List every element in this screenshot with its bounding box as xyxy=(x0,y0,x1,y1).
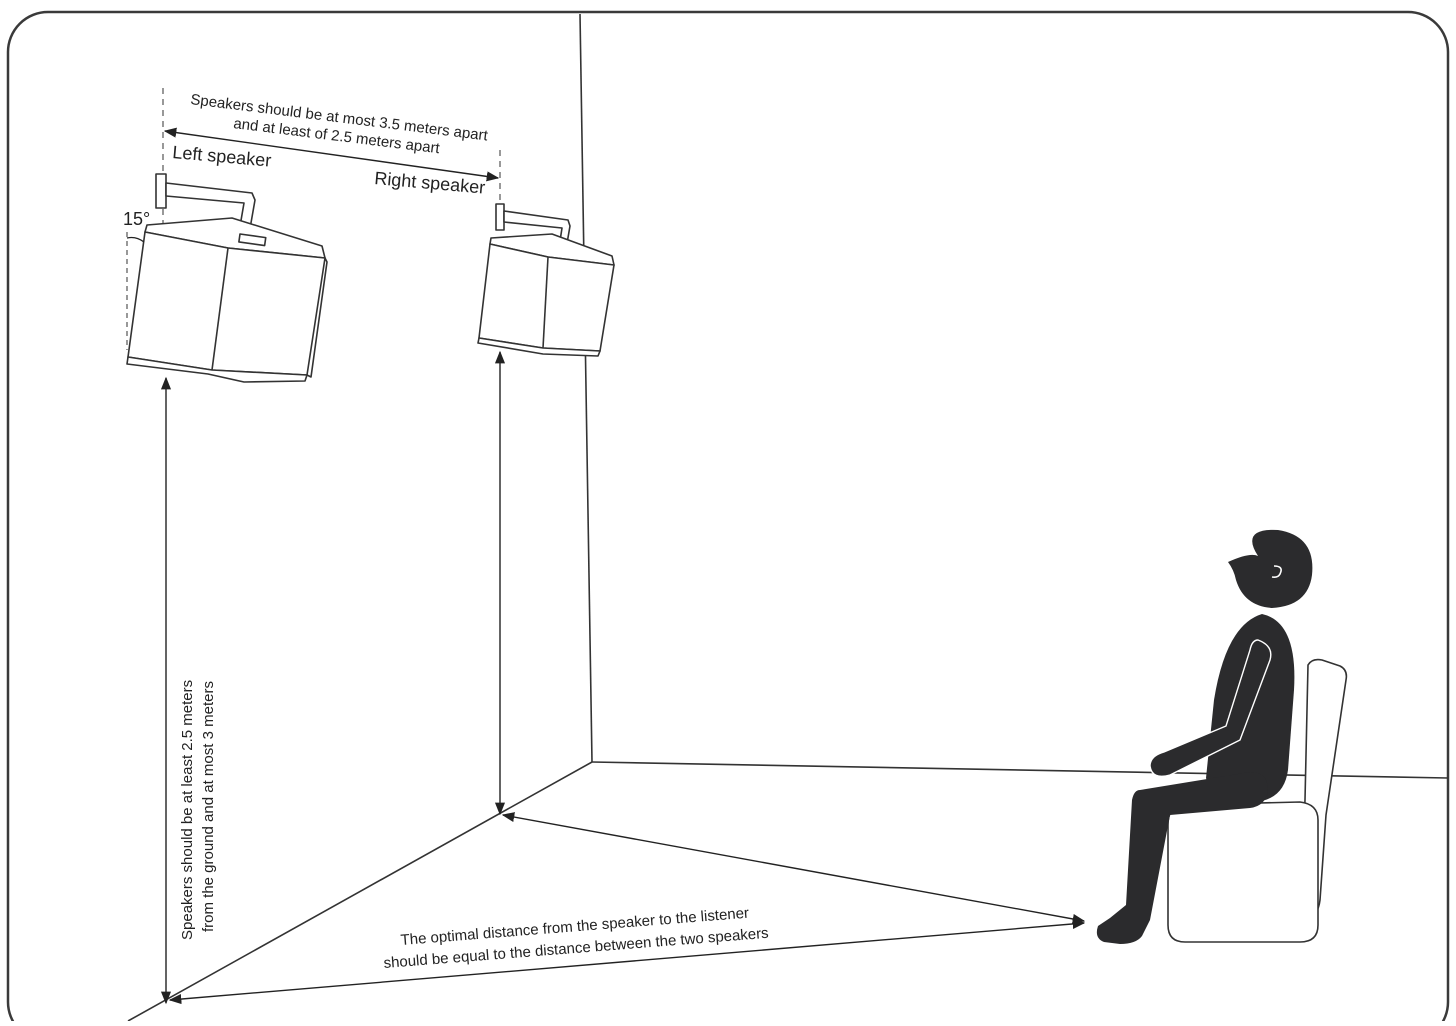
person-ear xyxy=(1271,565,1282,578)
height-label-line2: from the ground and at most 3 meters xyxy=(200,681,217,932)
left-speaker-mount-plate xyxy=(155,173,167,209)
tilt-angle-indicator: 15° xyxy=(123,209,150,350)
person-legs xyxy=(1096,772,1268,944)
spacing-arrow xyxy=(163,127,500,182)
listener-distance-arrow-left xyxy=(168,918,1086,1005)
person-arm xyxy=(1149,639,1272,778)
left-speaker-base xyxy=(126,356,308,383)
right-speaker-label: Right speaker xyxy=(374,168,486,198)
frame-border xyxy=(6,10,1450,1026)
wall-corner-line xyxy=(579,13,593,763)
left-speaker xyxy=(126,173,328,383)
chair-seat xyxy=(1167,801,1319,943)
right-speaker xyxy=(477,203,615,357)
chair xyxy=(1167,658,1348,943)
listener-person xyxy=(1096,529,1313,944)
listener-distance-arrow-right xyxy=(501,812,1086,924)
tilt-angle-label: 15° xyxy=(123,209,150,229)
right-speaker-mount-plate xyxy=(495,203,505,231)
height-label-line1: Speakers should be at least 2.5 meters xyxy=(179,680,196,940)
person-head xyxy=(1228,529,1313,608)
right-speaker-base xyxy=(477,337,601,357)
floor-left-edge xyxy=(127,761,593,1022)
left-speaker-label: Left speaker xyxy=(172,142,272,171)
